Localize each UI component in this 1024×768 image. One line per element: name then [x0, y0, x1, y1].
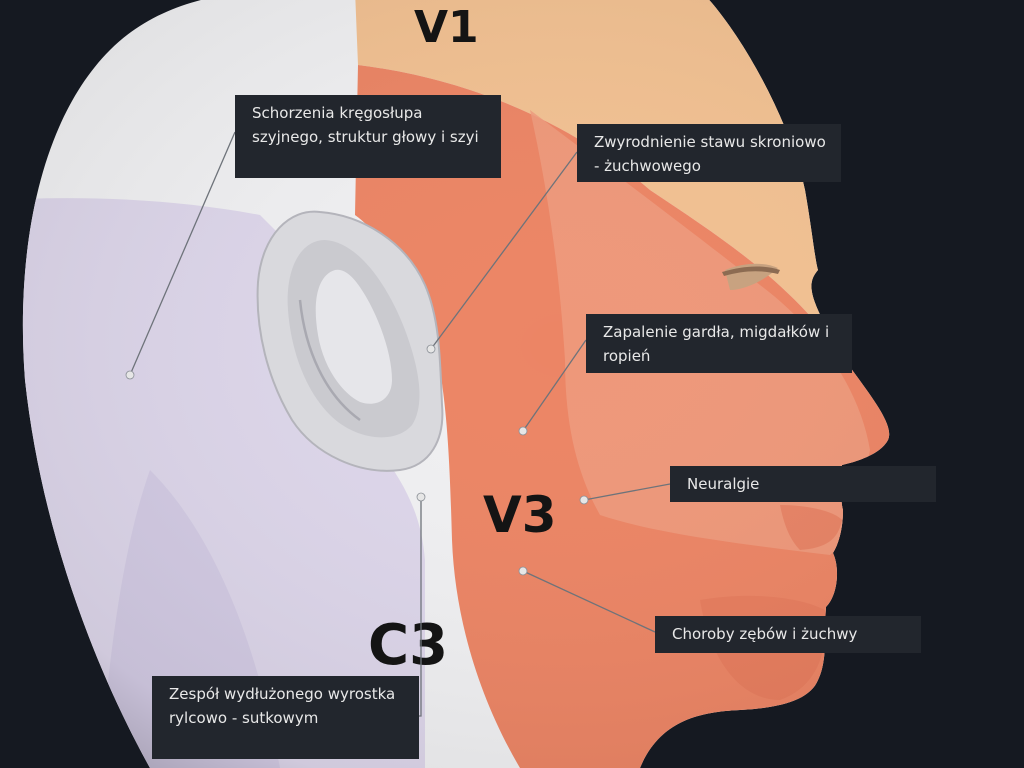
anchor-dots: [125, 344, 589, 576]
ear: [256, 210, 444, 472]
zone-label-c3: C3: [368, 613, 448, 678]
anchor-dot: [518, 426, 528, 436]
callout-cervical-spine: Schorzenia kręgosłupa szyjnego, struktur…: [235, 95, 501, 178]
callout-throat: Zapalenie gardła, migdałków i ropień: [586, 314, 852, 373]
callout-eagle-syndrome: Zespół wydłużonego wyrostka rylcowo - su…: [152, 676, 419, 759]
leader-lines: [129, 131, 671, 717]
zone-label-v1: V1: [414, 2, 479, 53]
anchor-dot: [579, 495, 589, 505]
callout-neuralgia: Neuralgie: [670, 466, 936, 502]
anchor-dot: [426, 344, 436, 354]
callout-tmj: Zwyrodnienie stawu skroniowo - żuchwoweg…: [577, 124, 841, 182]
anchor-dot: [416, 492, 426, 502]
anchor-dot: [518, 566, 528, 576]
zone-label-v3: V3: [483, 486, 557, 544]
anchor-dot: [125, 370, 135, 380]
callout-teeth-jaw: Choroby zębów i żuchwy: [655, 616, 921, 653]
